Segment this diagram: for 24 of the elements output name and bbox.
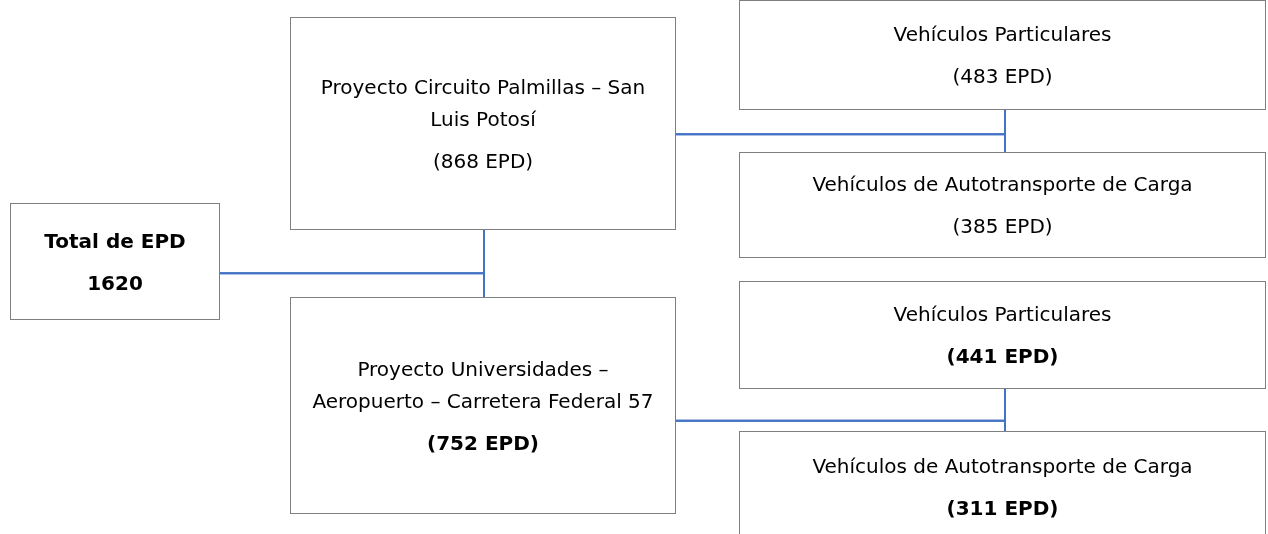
node-label: Vehículos Particulares bbox=[893, 301, 1112, 328]
node-label: Proyecto Universidades – Aeropuerto – Carretera Federal 57 bbox=[311, 355, 655, 415]
process-box bbox=[739, 431, 1266, 534]
process-box bbox=[10, 203, 220, 320]
node-label: Proyecto Circuito Palmillas – San Luis Potosí bbox=[319, 73, 647, 133]
node-label: Total de EPD bbox=[44, 227, 186, 255]
process-box bbox=[290, 297, 676, 514]
node-value: (752 EPD) bbox=[427, 429, 539, 457]
node-value: 1620 bbox=[87, 269, 143, 297]
node-value: (311 EPD) bbox=[946, 494, 1059, 522]
connector-line bbox=[219, 272, 485, 298]
process-box bbox=[739, 152, 1266, 258]
connector-line bbox=[675, 133, 1006, 153]
connector-line bbox=[675, 419, 1006, 432]
node-value: (385 EPD) bbox=[952, 213, 1053, 240]
node-label: Vehículos de Autotransporte de Carga bbox=[812, 171, 1193, 198]
node-label: Vehículos de Autotransporte de Carga bbox=[812, 452, 1193, 480]
process-box bbox=[739, 0, 1266, 110]
process-box bbox=[739, 281, 1266, 389]
node-value: (483 EPD) bbox=[952, 63, 1053, 90]
node-value: (441 EPD) bbox=[946, 343, 1059, 370]
process-box bbox=[290, 17, 676, 230]
node-value: (868 EPD) bbox=[432, 147, 534, 175]
node-label: Vehículos Particulares bbox=[893, 21, 1112, 48]
